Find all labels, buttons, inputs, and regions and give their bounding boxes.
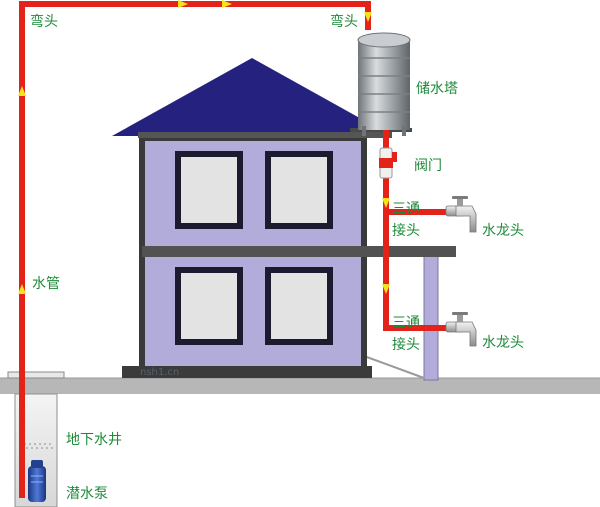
label-water-pipe: 水管 xyxy=(32,276,60,292)
flow-arrow xyxy=(18,86,26,96)
window-lower-left xyxy=(175,267,243,345)
label-tee-upper: 三通 xyxy=(392,201,420,217)
label-tee-lower: 三通 xyxy=(392,315,420,331)
window-upper-left xyxy=(175,151,243,229)
label-joint-upper: 接头 xyxy=(392,222,420,239)
window-lower-right xyxy=(265,267,333,345)
ground xyxy=(0,378,600,394)
label-faucet-lower: 水龙头 xyxy=(482,335,524,351)
flow-arrow xyxy=(382,198,390,208)
watermark: nsh1.cn xyxy=(140,367,179,378)
submersible-pump-icon xyxy=(28,460,46,502)
roof xyxy=(112,58,392,136)
flow-arrows xyxy=(18,0,390,294)
floor-slab xyxy=(142,246,456,257)
label-submersible-pump: 潜水泵 xyxy=(66,486,108,502)
label-water-tower: 储水塔 xyxy=(416,81,458,97)
label-underground-well: 地下水井 xyxy=(66,432,122,448)
flow-arrow xyxy=(364,12,372,22)
label-elbow-left: 弯头 xyxy=(30,13,58,30)
balcony-post xyxy=(423,255,439,381)
label-elbow-right: 弯头 xyxy=(330,13,358,30)
flow-arrow xyxy=(222,0,232,8)
balcony-brace xyxy=(363,355,425,379)
window-upper-right xyxy=(265,151,333,229)
roof-eave xyxy=(138,132,392,138)
faucet-icon xyxy=(445,196,477,233)
flow-arrow xyxy=(18,284,26,294)
faucet-icon xyxy=(445,312,477,347)
label-valve: 阀门 xyxy=(414,158,442,174)
house-base xyxy=(122,366,372,378)
flow-arrow xyxy=(178,0,188,8)
water-tank-icon xyxy=(357,32,411,136)
label-joint-lower: 接头 xyxy=(392,336,420,353)
label-faucet-upper: 水龙头 xyxy=(482,223,524,239)
house: nsh1.cn xyxy=(112,58,456,378)
flow-arrow xyxy=(382,284,390,294)
valve-icon xyxy=(379,147,397,179)
